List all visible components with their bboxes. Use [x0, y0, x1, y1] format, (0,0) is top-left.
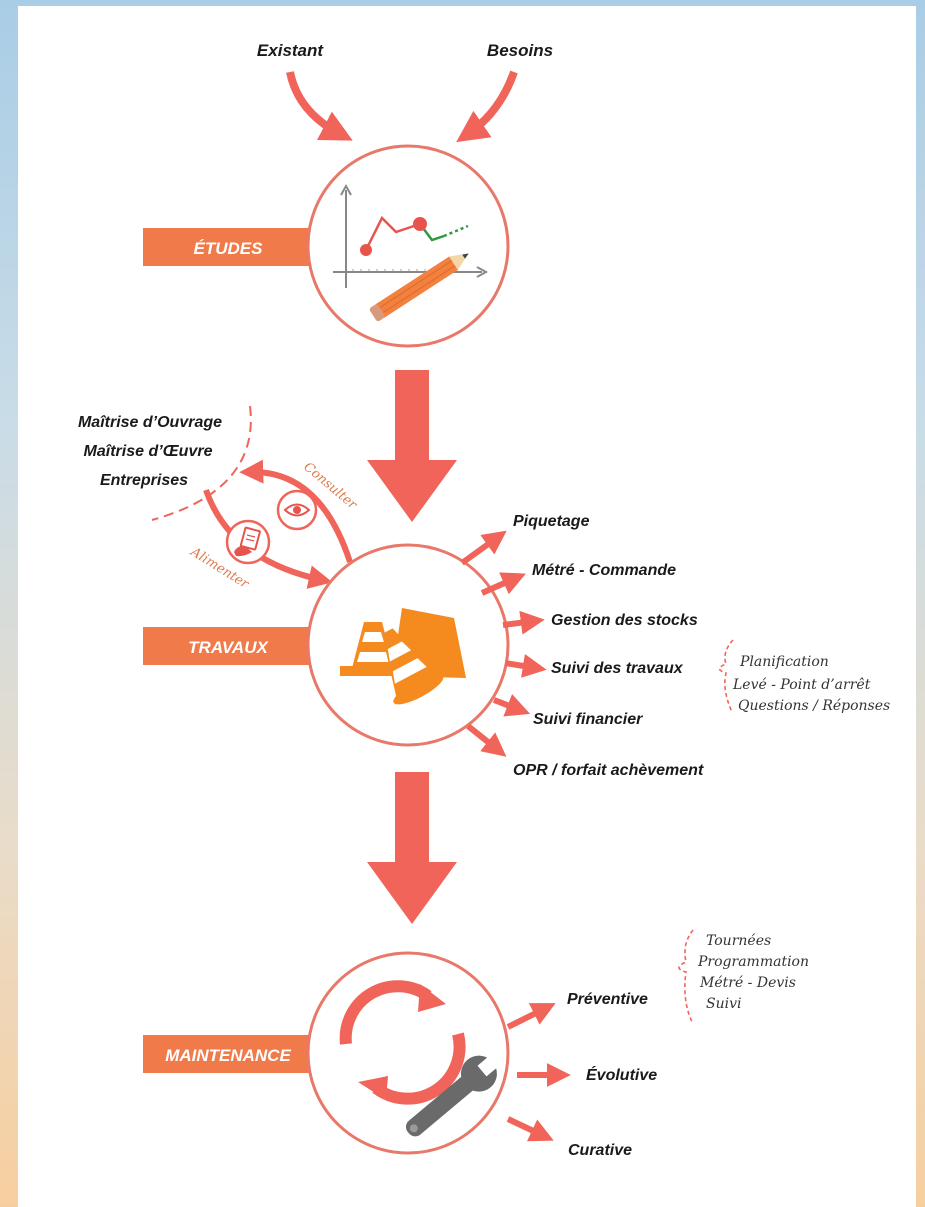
detail-tournees: Tournées [706, 933, 771, 949]
output-piquetage: Piquetage [513, 513, 590, 530]
travaux-output-arrows [460, 530, 547, 757]
etudes-band [143, 228, 313, 266]
output-opr: OPR / forfait achèvement [513, 762, 704, 779]
maintenance-band [143, 1035, 313, 1073]
output-suivi-financier: Suivi financier [533, 711, 643, 728]
input-existant: Existant [257, 41, 324, 60]
output-preventive: Préventive [567, 991, 648, 1008]
preventive-brace [678, 929, 694, 1023]
detail-programmation: Programmation [697, 954, 809, 970]
traffic-cones-icon [340, 608, 466, 705]
input-besoins: Besoins [487, 41, 553, 60]
chart-pencil-icon [333, 183, 489, 322]
detail-leve: Levé - Point d’arrêt [732, 677, 871, 693]
arrow-etudes-to-travaux [367, 370, 457, 522]
detail-questions: Questions / Réponses [738, 698, 890, 714]
arrow-existant [286, 71, 353, 141]
actor-maitrise-ouvrage: Maîtrise d’Ouvrage [78, 414, 222, 431]
maintenance-output-arrows [506, 1003, 571, 1142]
output-evolutive: Évolutive [586, 1065, 657, 1084]
output-suivi-travaux: Suivi des travaux [551, 660, 684, 677]
actor-entreprises: Entreprises [100, 472, 188, 489]
arrow-travaux-to-maintenance [367, 772, 457, 924]
detail-metre-devis: Métré - Devis [699, 975, 796, 991]
detail-suivi: Suivi [706, 996, 741, 1012]
arrow-consulter [239, 459, 353, 563]
etudes-label: ÉTUDES [194, 239, 264, 258]
travaux-band [143, 627, 313, 665]
travaux-label: TRAVAUX [188, 638, 269, 657]
arrow-besoins [456, 70, 518, 143]
actors-dashed-arc [151, 405, 252, 521]
detail-planification: Planification [739, 654, 829, 670]
actor-maitrise-oeuvre: Maîtrise d’Œuvre [84, 443, 213, 460]
maintenance-label: MAINTENANCE [165, 1046, 291, 1065]
suivi-brace [718, 639, 734, 713]
output-gestion-stocks: Gestion des stocks [551, 612, 698, 629]
etudes-circle [306, 144, 510, 348]
output-curative: Curative [568, 1142, 632, 1159]
output-metre-commande: Métré - Commande [532, 562, 676, 579]
refresh-wrench-icon [339, 980, 499, 1137]
